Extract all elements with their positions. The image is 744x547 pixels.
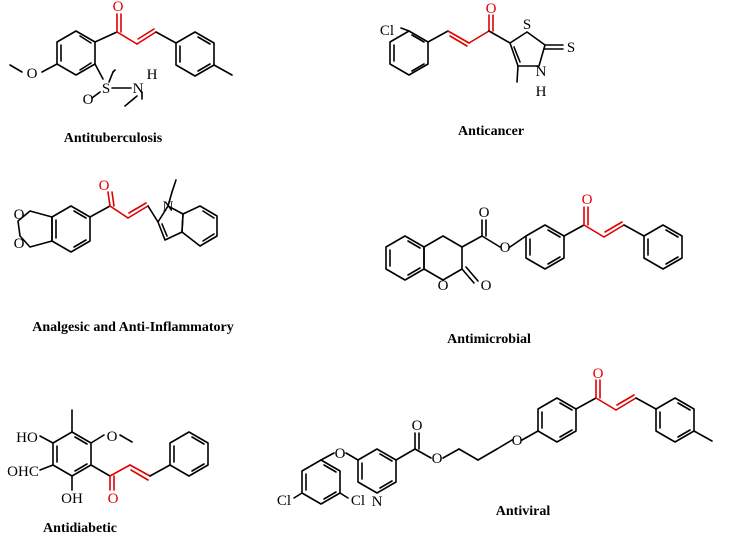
atom-o-ether-right: O <box>512 433 523 449</box>
atom-o-sulfonyl: O <box>83 92 94 108</box>
molecule-antituberculosis <box>9 13 233 107</box>
caption-antiviral: Antiviral <box>496 504 551 519</box>
caption-antimicrobial: Antimicrobial <box>447 332 531 347</box>
molecule-antimicrobial <box>385 206 683 284</box>
atom-o-carbonyl: O <box>486 1 497 17</box>
atom-o-carbonyl: O <box>113 0 124 15</box>
atom-o-carbonyl: O <box>99 178 110 194</box>
molecule-analgesic <box>17 179 218 253</box>
atom-s-thione: S <box>567 40 575 56</box>
atom-o-methoxy: O <box>107 429 118 445</box>
atom-n-pyridine: N <box>372 494 383 510</box>
atom-oh: OH <box>61 491 83 507</box>
atom-o-ring: O <box>438 278 449 294</box>
atom-o-ether-left: O <box>335 446 346 462</box>
atom-o-carbonyl: O <box>593 366 604 382</box>
atom-s-sulfonyl: S <box>102 81 110 97</box>
atom-o-methoxy: O <box>27 66 38 82</box>
molecule-antiviral <box>293 379 713 505</box>
atom-s-ring: S <box>523 17 531 33</box>
atom-ohc: OHC <box>7 464 39 480</box>
caption-anticancer: Anticancer <box>458 124 524 139</box>
caption-analgesic: Analgesic and Anti-Inflammatory <box>32 320 233 335</box>
atom-ho: HO <box>16 430 38 446</box>
atom-n-ring: N <box>536 64 547 80</box>
molecule-anticancer <box>389 14 564 83</box>
atom-n-indole: N <box>163 199 174 215</box>
atom-o-ester: O <box>500 240 511 256</box>
atom-o-dioxole-top: O <box>14 207 25 223</box>
atom-n-amide: N <box>133 81 144 97</box>
molecule-antidiabetic <box>39 409 209 491</box>
atom-o-carbonyl: O <box>108 491 119 507</box>
atom-o-ester: O <box>432 451 443 467</box>
atom-cl-right: Cl <box>351 493 365 509</box>
atom-o-lactone: O <box>481 278 492 294</box>
atom-h-amide: H <box>147 67 158 83</box>
atom-o-dioxole-bottom: O <box>14 236 25 252</box>
atom-o-carbonyl: O <box>582 192 593 208</box>
atom-cl-left: Cl <box>277 493 291 509</box>
atom-cl: Cl <box>380 23 394 39</box>
atom-h-ring: H <box>536 84 547 100</box>
caption-antidiabetic: Antidiabetic <box>43 521 117 536</box>
atom-o-ester-carbonyl: O <box>412 418 423 434</box>
caption-antituberculosis: Antituberculosis <box>64 131 163 146</box>
atom-o-ester-carbonyl: O <box>479 205 490 221</box>
